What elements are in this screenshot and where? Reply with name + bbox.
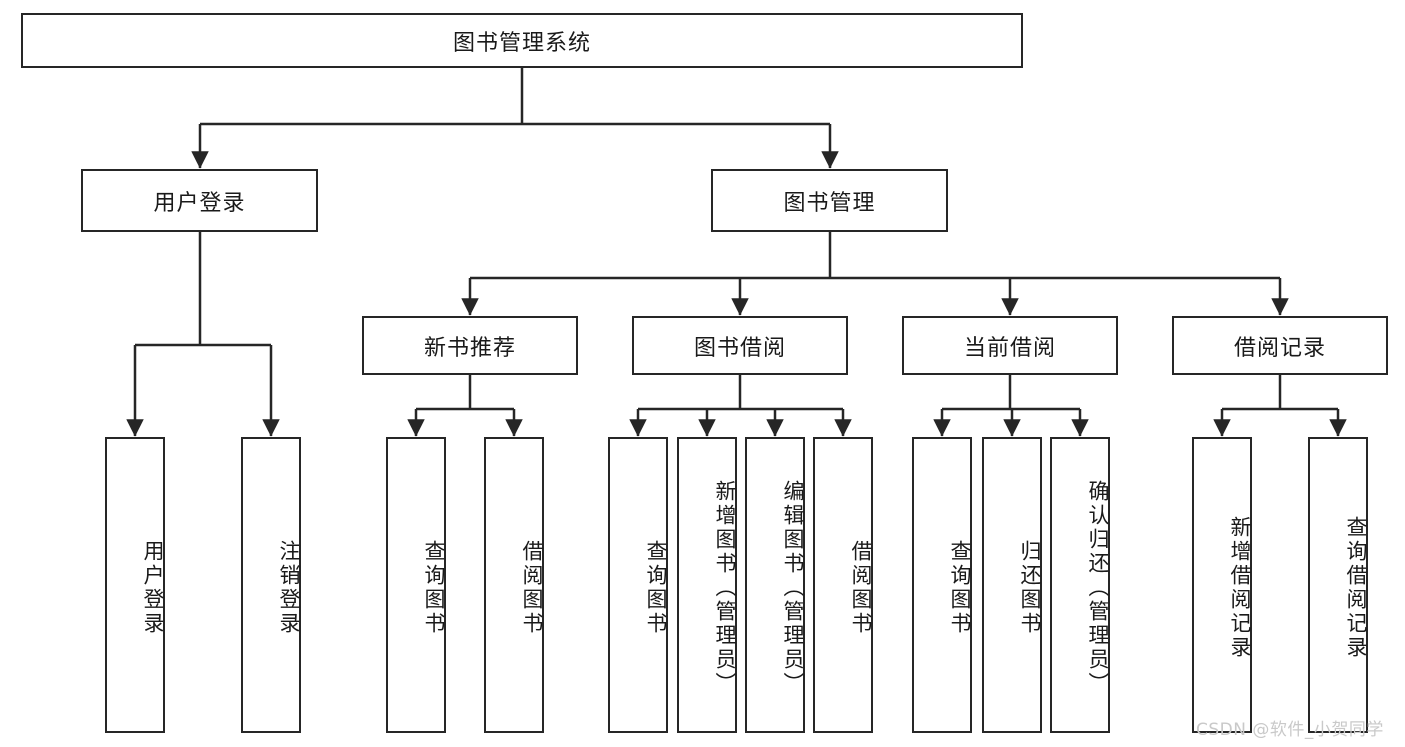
node-label-user-login: 用户登录: [153, 190, 246, 216]
node-leaf-confirm-return[interactable]: 确认归还（管理员）: [1050, 437, 1110, 733]
node-label-new-book-recommend: 新书推荐: [423, 335, 516, 361]
node-leaf-query-book-1[interactable]: 查询图书: [386, 437, 446, 733]
node-book-borrow[interactable]: 图书借阅: [632, 316, 848, 375]
node-label-leaf-add-book: 新增图书（管理员）: [713, 480, 737, 696]
node-label-leaf-query-book-2: 查询图书: [644, 540, 668, 636]
node-label-root: 图书管理系统: [452, 30, 591, 56]
node-leaf-borrow-book-1[interactable]: 借阅图书: [484, 437, 544, 733]
node-leaf-borrow-book-2[interactable]: 借阅图书: [813, 437, 873, 733]
node-leaf-edit-book[interactable]: 编辑图书（管理员）: [745, 437, 805, 733]
node-leaf-logout[interactable]: 注销登录: [241, 437, 301, 733]
node-label-leaf-add-record: 新增借阅记录: [1228, 516, 1252, 660]
csdn-watermark: CSDN @软件_小贺同学: [1196, 720, 1384, 740]
node-label-leaf-user-login: 用户登录: [141, 540, 165, 636]
node-new-book-recommend[interactable]: 新书推荐: [362, 316, 578, 375]
node-leaf-query-book-3[interactable]: 查询图书: [912, 437, 972, 733]
node-book-manage[interactable]: 图书管理: [711, 169, 948, 232]
node-leaf-query-book-2[interactable]: 查询图书: [608, 437, 668, 733]
node-label-leaf-borrow-book-2: 借阅图书: [849, 540, 873, 636]
node-label-leaf-query-book-3: 查询图书: [948, 540, 972, 636]
node-leaf-query-record[interactable]: 查询借阅记录: [1308, 437, 1368, 733]
node-label-leaf-return-book: 归还图书: [1018, 540, 1042, 636]
node-label-book-borrow: 图书借阅: [693, 335, 786, 361]
node-label-leaf-logout: 注销登录: [277, 540, 301, 636]
node-label-leaf-confirm-return: 确认归还（管理员）: [1086, 480, 1110, 696]
node-label-current-borrow: 当前借阅: [963, 335, 1056, 361]
node-leaf-return-book[interactable]: 归还图书: [982, 437, 1042, 733]
node-leaf-add-record[interactable]: 新增借阅记录: [1192, 437, 1252, 733]
node-leaf-add-book[interactable]: 新增图书（管理员）: [677, 437, 737, 733]
node-label-leaf-query-record: 查询借阅记录: [1344, 516, 1368, 660]
node-root[interactable]: 图书管理系统: [21, 13, 1023, 68]
node-leaf-user-login[interactable]: 用户登录: [105, 437, 165, 733]
node-label-leaf-borrow-book-1: 借阅图书: [520, 540, 544, 636]
node-borrow-record[interactable]: 借阅记录: [1172, 316, 1388, 375]
node-label-leaf-edit-book: 编辑图书（管理员）: [781, 480, 805, 696]
node-current-borrow[interactable]: 当前借阅: [902, 316, 1118, 375]
node-label-book-manage: 图书管理: [783, 190, 876, 216]
node-user-login[interactable]: 用户登录: [81, 169, 318, 232]
node-label-leaf-query-book-1: 查询图书: [422, 540, 446, 636]
node-label-borrow-record: 借阅记录: [1233, 335, 1326, 361]
